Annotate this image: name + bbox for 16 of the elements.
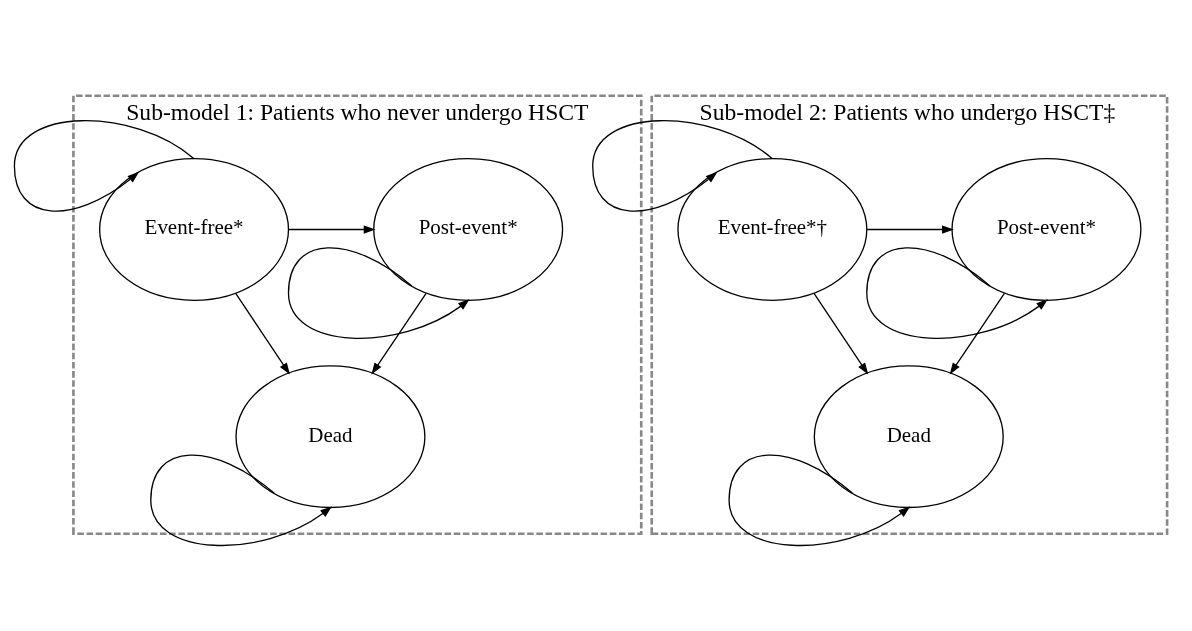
arrow [371,292,427,375]
arrow [949,292,1006,375]
node-ellipse: Event-free* [99,158,290,301]
arrow [150,454,332,546]
arrow [728,454,911,546]
arrow [287,247,470,339]
arrow [235,292,290,375]
arrow [866,225,954,234]
arrow [866,247,1048,339]
node-ellipse: Post-event* [373,158,564,301]
arrow [813,292,869,375]
node-ellipse: Event-free*† [677,158,868,301]
node-ellipse: Post-event* [951,158,1142,301]
node-ellipse: Dead [813,365,1004,509]
node-ellipse: Dead [235,365,426,509]
arrow [288,225,376,234]
